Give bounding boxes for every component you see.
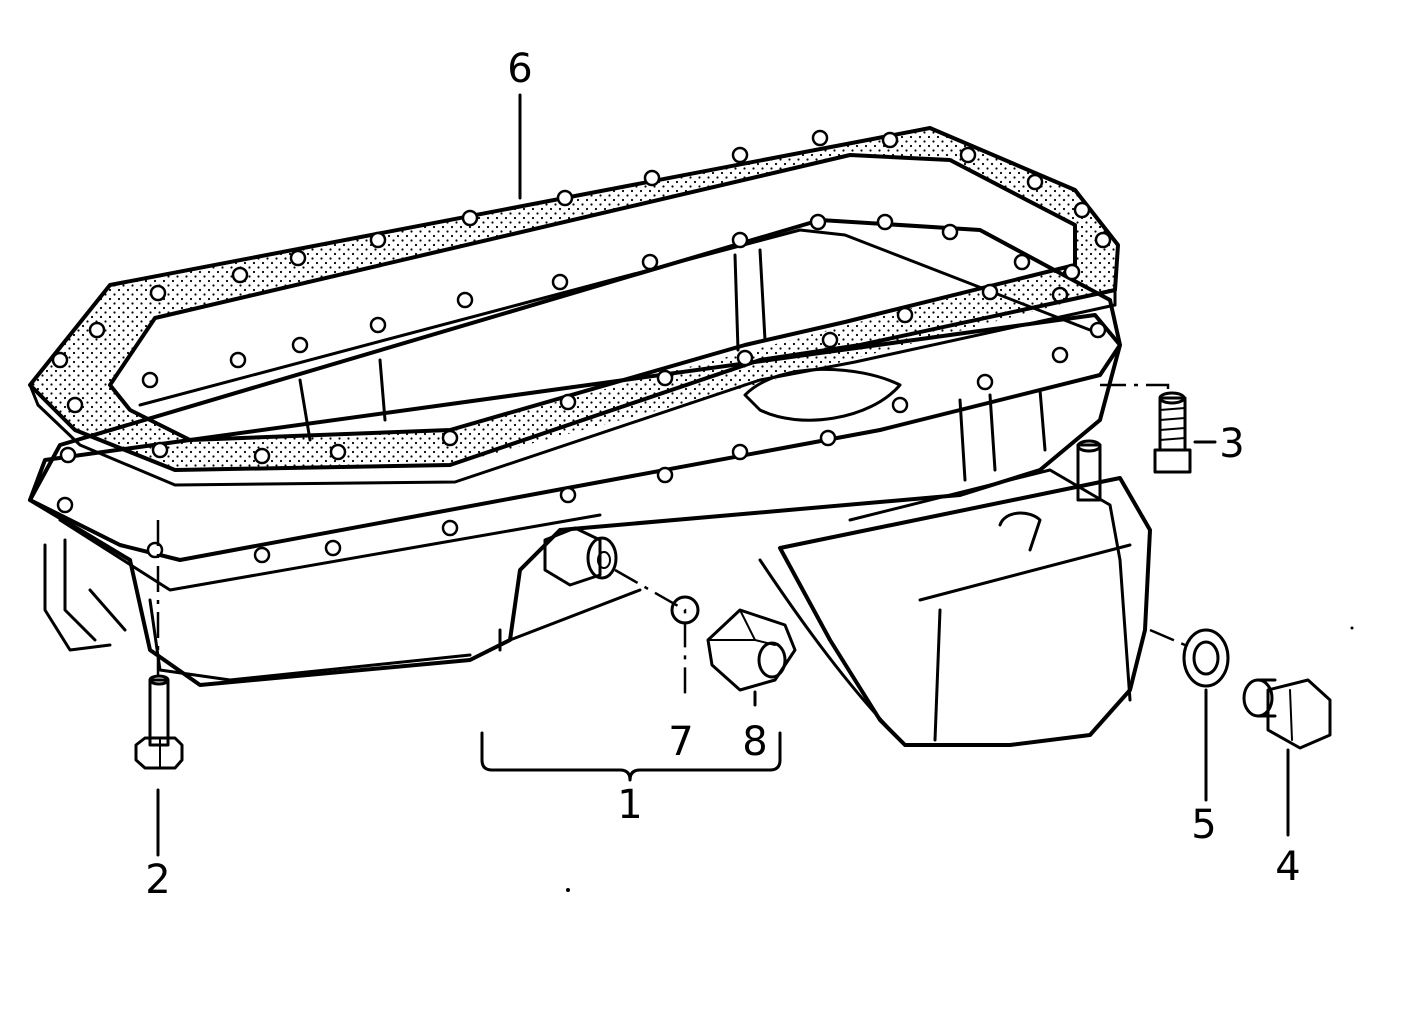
callout-6: 6 — [507, 46, 532, 92]
callout-5: 5 — [1191, 802, 1216, 848]
callout-7: 7 — [668, 719, 693, 765]
callout-2: 2 — [145, 857, 170, 903]
oil-pan-gasket — [28, 126, 1120, 487]
oil-pan — [28, 213, 1152, 747]
hex-nut-8 — [706, 608, 797, 692]
callout-3: 3 — [1219, 421, 1244, 467]
seal-ring-5 — [1182, 628, 1230, 688]
bolt-3 — [1153, 391, 1192, 474]
callout-4: 4 — [1275, 844, 1300, 890]
callout-1: 1 — [617, 782, 642, 828]
bolt-2 — [134, 674, 184, 770]
callout-8: 8 — [742, 719, 767, 765]
leader-lines — [156, 93, 1354, 892]
pan-fitting — [543, 526, 618, 587]
drain-plug-4 — [1242, 678, 1332, 750]
